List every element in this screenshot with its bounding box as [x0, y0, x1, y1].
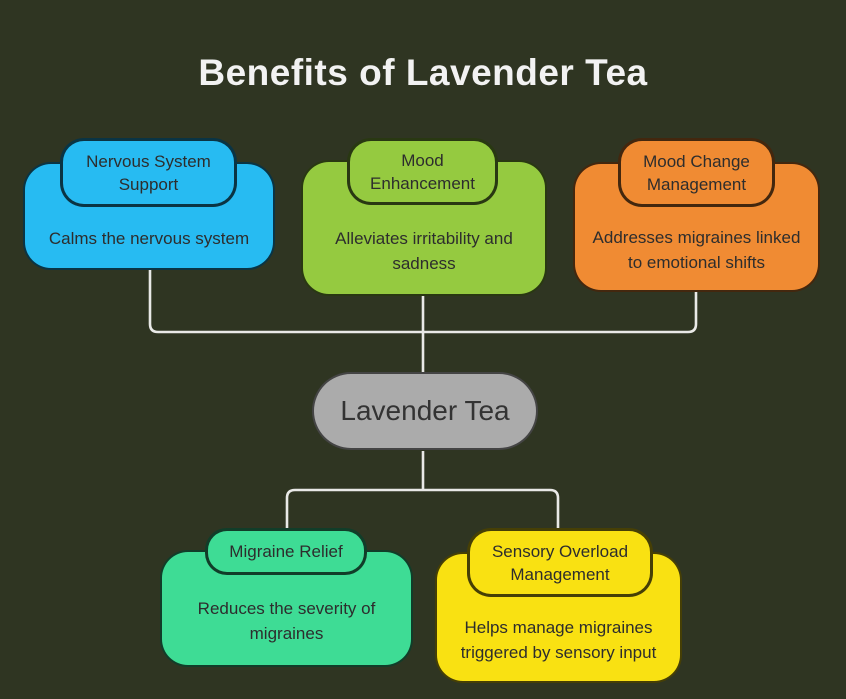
node-body-text: Alleviates irritability and sadness [335, 228, 513, 273]
node-nervous-system-support-label: Nervous System Support [60, 138, 237, 207]
node-sensory-overload-management-label: Sensory Overload Management [467, 528, 653, 597]
node-body-text: Calms the nervous system [48, 229, 250, 248]
node-migraine-relief-label: Migraine Relief [205, 528, 367, 575]
node-mood-enhancement: Alleviates irritability and sadness [301, 160, 547, 296]
diagram-title: Benefits of Lavender Tea [198, 52, 648, 93]
node-body-text: Addresses migraines linked to emotional … [592, 227, 801, 272]
node-mood-change-management-label: Mood Change Management [618, 138, 775, 207]
node-mood-enhancement-label: Mood Enhancement [347, 138, 498, 205]
root-node-lavender-tea: Lavender Tea [312, 372, 538, 450]
edge-bottom-branches [285, 488, 560, 534]
node-body-text: Helps manage migraines triggered by sens… [460, 618, 657, 662]
node-body-text: Reduces the severity of migraines [197, 599, 376, 643]
